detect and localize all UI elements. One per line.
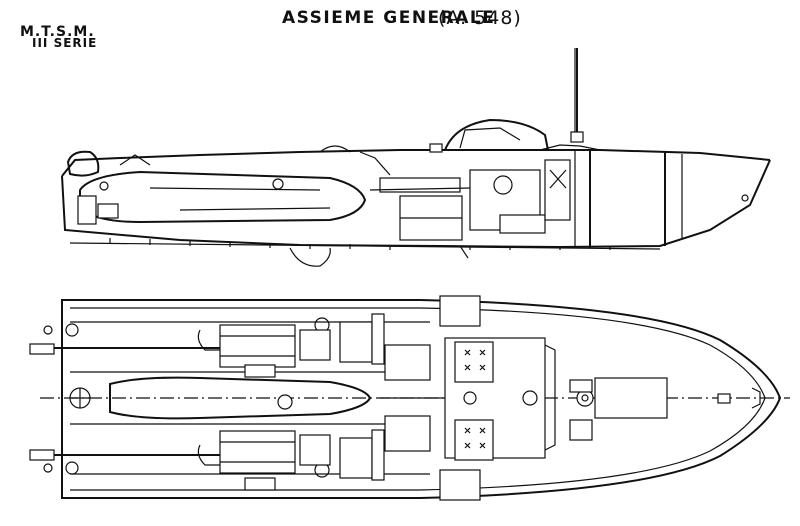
drawing-title: ASSIEME GENERALE	[282, 8, 496, 28]
plan-view	[29, 295, 790, 501]
side-hull-bottom	[61, 159, 771, 249]
side-cockpit	[444, 118, 549, 151]
plan-hatch-starboard	[439, 469, 481, 501]
plan-hatch-port	[439, 295, 481, 327]
drawing-code: (A. 548)	[438, 7, 522, 29]
plan-torpedo	[109, 376, 372, 420]
plan-hull-outline	[61, 299, 782, 499]
side-elevation	[61, 48, 771, 267]
plan-engine-starboard	[219, 430, 296, 474]
mast-base	[570, 131, 584, 143]
plan-bow-hatch	[594, 377, 668, 419]
side-torpedo	[79, 170, 367, 224]
org-label: M.T.S.M.	[20, 24, 95, 40]
series-label: III SERIE	[32, 36, 98, 50]
plan-engine-port	[219, 324, 296, 368]
